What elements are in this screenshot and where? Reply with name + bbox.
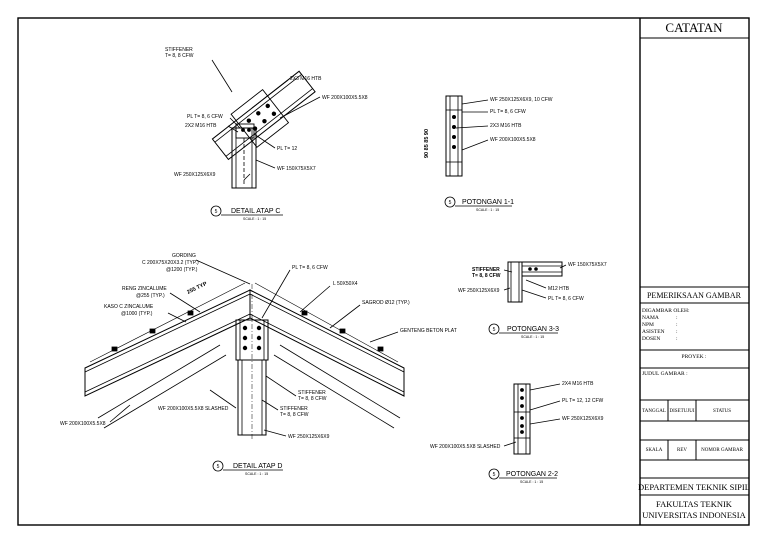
c-stiffener-thickness: T= 8, 8 CFW [165, 53, 194, 59]
detail-c-number: 5 [215, 209, 218, 215]
s22-wf250-label: WF 250X125X6X9 [562, 416, 604, 422]
s33-number: 5 [493, 327, 496, 333]
s33-bolt-label: M12 HTB [548, 286, 570, 292]
section-1-1 [445, 95, 489, 177]
status-label: STATUS [713, 409, 731, 414]
s11-number: 5 [449, 200, 452, 206]
s22-scale: SCALE : 1 : 15 [520, 480, 543, 484]
s33-stiffener-thickness: T= 8, 8 CFW [472, 273, 501, 279]
s11-wf200-label: WF 200X100X5.5X8 [490, 137, 536, 143]
s22-title: POTONGAN 2-2 [506, 471, 558, 478]
npm-label: NPM [642, 322, 654, 328]
d-angle-label: L 50X50X4 [333, 281, 358, 287]
title-block: CATATAN PEMERIKSAAN GAMBAR DIGAMBAR OLEH… [638, 18, 750, 525]
name-label: NAMA [642, 315, 659, 321]
s11-dimensions: 90 85 85 90 [424, 129, 430, 158]
s22-bolt-label: 2X4 M16 HTB [562, 381, 594, 387]
s22-number: 5 [493, 472, 496, 478]
section-2-2 [503, 383, 561, 455]
colon-npm: : [676, 322, 678, 328]
scale-label: SKALA [646, 448, 663, 453]
s33-wf150-label: WF 150X75X5X7 [568, 262, 607, 268]
section-1-1-labels: WF 250X125X6X9, 10 CFW PL T= 8, 6 CFW 2X… [424, 97, 553, 158]
s33-plate-label: PL T= 8, 6 CFW [548, 296, 584, 302]
detail-c-scale: SCALE : 1 : 15 [243, 217, 266, 221]
d-genteng-label: GENTENG BETON PLAT [400, 328, 457, 334]
d-gording-section: C 200X75X20X3.2 (TYP.) [142, 260, 199, 266]
s22-wf200-label: WF 200X100X5.5X8 SLASHED [430, 444, 501, 450]
faculty-line-2: UNIVERSITAS INDONESIA [642, 510, 746, 520]
c-stiffener-label: STIFFENER [165, 47, 193, 53]
d-wf250-label: WF 250X125X6X9 [288, 434, 330, 440]
detail-atap-c-tag: 5 DETAIL ATAP C SCALE : 1 : 15 [210, 205, 283, 221]
c-wf150-label: WF 150X75X5X7 [277, 166, 316, 172]
d-stiffener2-label: STIFFENER [280, 406, 308, 412]
d-reng-spacing: @255 (TYP.) [136, 293, 165, 299]
faculty-line-1: FAKULTAS TEKNIK [656, 499, 733, 509]
lecturer-label: DOSEN [642, 336, 660, 342]
c-wf200-label: WF 200X100X5.5X8 [322, 95, 368, 101]
section-2-2-tag: 5 POTONGAN 2-2 SCALE : 1 : 15 [488, 468, 558, 484]
drawing-title-label: JUDUL GAMBAR : [642, 371, 688, 377]
d-kaso-label: KASO C ZINCALUME [104, 304, 154, 310]
s11-plate-label: PL T= 8, 6 CFW [490, 109, 526, 115]
detail-d-title: DETAIL ATAP D [233, 463, 282, 470]
d-stiffener-thickness: T= 8, 8 CFW [298, 396, 327, 402]
d-sagrod-label: SAGROD Ø12 (TYP.) [362, 300, 410, 306]
c-bolt-top-label: 2X3 M16 HTB [290, 76, 322, 82]
approved-label: DISETUJUI [670, 409, 695, 414]
check-title: PEMERIKSAAN GAMBAR [647, 291, 742, 300]
assistant-label: ASISTEN [642, 329, 665, 335]
d-stiffener2-thickness: T= 8, 8 CFW [280, 412, 309, 418]
drawing-no-label: NOMOR GAMBAR [701, 448, 743, 453]
section-3-3 [503, 261, 567, 303]
s22-plate-label: PL T= 12, 12 CFW [562, 398, 604, 404]
department-name: DEPARTEMEN TEKNIK SIPIL [638, 482, 750, 492]
drawn-by-label: DIGAMBAR OLEH: [642, 308, 690, 314]
section-1-1-tag: 5 POTONGAN 1-1 SCALE : 1 : 15 [444, 196, 514, 212]
s33-wf250-label: WF 250X125X6X9 [458, 288, 500, 294]
s11-title: POTONGAN 1-1 [462, 199, 514, 206]
detail-atap-c-labels: STIFFENER T= 8, 8 CFW 2X3 M16 HTB WF 200… [165, 47, 368, 178]
section-3-3-labels: WF 150X75X5X7 STIFFENER T= 8, 8 CFW WF 2… [458, 262, 607, 302]
detail-d-scale: SCALE : 1 : 15 [245, 472, 268, 476]
section-2-2-labels: 2X4 M16 HTB PL T= 12, 12 CFW WF 250X125X… [430, 381, 604, 450]
colon-assistant: : [676, 329, 678, 335]
s33-scale: SCALE : 1 : 15 [521, 335, 544, 339]
d-gording-label: GORDING [172, 253, 196, 259]
d-reng-label: RENG ZINCALUME [122, 286, 167, 292]
c-plate8-label: PL T= 8, 6 CFW [187, 114, 223, 120]
detail-atap-c [211, 59, 321, 189]
d-wf200-label: WF 200X100X5.5X8 [60, 421, 106, 427]
detail-atap-d-tag: 5 DETAIL ATAP D SCALE : 1 : 15 [212, 460, 283, 476]
detail-atap-d [84, 259, 405, 440]
d-gording-spacing: @1200 (TYP.) [166, 267, 198, 273]
section-3-3-tag: 5 POTONGAN 3-3 SCALE : 1 : 15 [488, 323, 559, 339]
colon-name: : [676, 315, 678, 321]
colon-lecturer: : [676, 336, 678, 342]
detail-c-title: DETAIL ATAP C [231, 208, 280, 215]
sheet-border [17, 17, 750, 526]
s11-bolt-label: 2X3 M16 HTB [490, 123, 522, 129]
d-typ-dimension: 255 TYP [186, 281, 208, 296]
c-bolt-mid-label: 2X2 M16 HTB [185, 123, 217, 129]
d-stiffener-label: STIFFENER [298, 390, 326, 396]
project-label: PROYEK : [682, 354, 707, 360]
d-kaso-spacing: @1000 (TYP.) [121, 311, 153, 317]
c-wf250-label: WF 250X125X6X9 [174, 172, 216, 178]
s33-stiffener-label: STIFFENER [472, 267, 500, 273]
d-wf200-slashed-label: WF 200X100X5.5X8 SLASHED [158, 406, 229, 412]
c-plate12-label: PL T= 12 [277, 146, 297, 152]
s11-scale: SCALE : 1 : 15 [476, 208, 499, 212]
notes-title: CATATAN [665, 20, 723, 35]
d-plate-top-label: PL T= 8, 6 CFW [292, 265, 328, 271]
detail-d-number: 5 [217, 464, 220, 470]
date-label: TANGGAL [642, 409, 666, 414]
rev-label: REV [677, 448, 687, 453]
s11-wf250-label: WF 250X125X6X9, 10 CFW [490, 97, 553, 103]
s33-title: POTONGAN 3-3 [507, 326, 559, 333]
